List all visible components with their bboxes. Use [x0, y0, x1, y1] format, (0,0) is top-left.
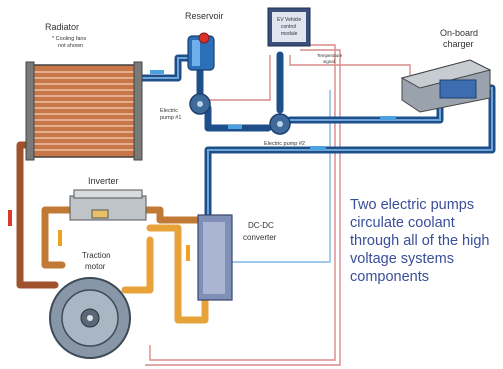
- flow-arrow-orange-2: [186, 245, 190, 261]
- flow-arrow-red: [8, 210, 12, 226]
- pump1-hub: [197, 101, 203, 107]
- ev-module-wire-2: [145, 50, 340, 365]
- temperature-signal-label-line2: signal: [323, 59, 335, 64]
- dcdc-face: [203, 222, 225, 294]
- caption-line-3: through all of the high: [350, 232, 500, 250]
- inverter-label: Inverter: [88, 176, 119, 186]
- onboard-charger-label-line2: charger: [443, 39, 474, 49]
- reservoir: [188, 33, 214, 70]
- temperature-signal-label-line1: Temperature: [317, 53, 343, 58]
- pump2-hub: [277, 121, 283, 127]
- electric-pump-2: [270, 114, 290, 134]
- radiator-left-tank: [26, 62, 34, 160]
- dcdc-to-motor-pipe: [150, 228, 205, 320]
- ev-module-label-line1: EV Vehicle: [277, 17, 301, 23]
- caption-line-5: components: [350, 268, 500, 286]
- radiator-note-line1: * Cooling fans: [52, 36, 86, 42]
- radiator: [26, 62, 142, 160]
- caption-line-2: circulate coolant: [350, 214, 500, 232]
- radiator-right-tank: [134, 62, 142, 160]
- dcdc-converter: [198, 215, 232, 300]
- reservoir-fluid-highlight: [192, 40, 200, 66]
- reservoir-label: Reservoir: [185, 11, 224, 21]
- ev-module-label-line3: module: [281, 31, 298, 37]
- onboard-charger: [402, 60, 490, 112]
- dcdc-converter-label-line1: DC-DC: [248, 221, 274, 230]
- radiator-label: Radiator: [45, 22, 79, 32]
- traction-motor: [50, 278, 130, 358]
- electric-pump-1-label-line1: Electric: [160, 108, 178, 114]
- flow-arrow-blue-3: [380, 116, 396, 120]
- electric-pump-1-label-line2: pump #1: [160, 115, 181, 121]
- pump1-control-wire: [205, 55, 270, 100]
- ev-module-label-line2: control: [281, 24, 296, 30]
- electric-pump-2-label: Electric pump #2: [264, 141, 305, 147]
- motor-shaft: [87, 315, 93, 321]
- temperature-signal-wire: [290, 55, 410, 75]
- caption: Two electric pumps circulate coolant thr…: [350, 196, 500, 286]
- caption-line-1: Two electric pumps: [350, 196, 500, 214]
- inverter: [70, 190, 146, 220]
- charger-panel: [440, 80, 476, 98]
- inverter-to-dcdc-pipe: [140, 210, 198, 220]
- motor-lower-pipe: [125, 240, 150, 290]
- flow-arrow-blue-1: [150, 70, 164, 74]
- radiator-note-line2: not shown: [58, 43, 83, 49]
- radiator-to-reservoir-pipe: [135, 58, 193, 78]
- reservoir-cap: [199, 33, 209, 43]
- inverter-top: [74, 190, 142, 198]
- onboard-charger-label-line1: On-board: [440, 28, 478, 38]
- dcdc-converter-label-line2: converter: [243, 233, 277, 242]
- caption-line-4: voltage systems: [350, 250, 500, 268]
- traction-motor-label-line1: Traction: [82, 251, 111, 260]
- electric-pump-1: [190, 94, 210, 114]
- inverter-connector: [92, 210, 108, 218]
- flow-arrow-orange-1: [58, 230, 62, 246]
- flow-arrow-blue-2: [228, 125, 242, 129]
- flow-arrow-blue-4: [310, 146, 326, 150]
- traction-motor-label-line2: motor: [85, 262, 106, 271]
- radiator-core: [30, 65, 138, 157]
